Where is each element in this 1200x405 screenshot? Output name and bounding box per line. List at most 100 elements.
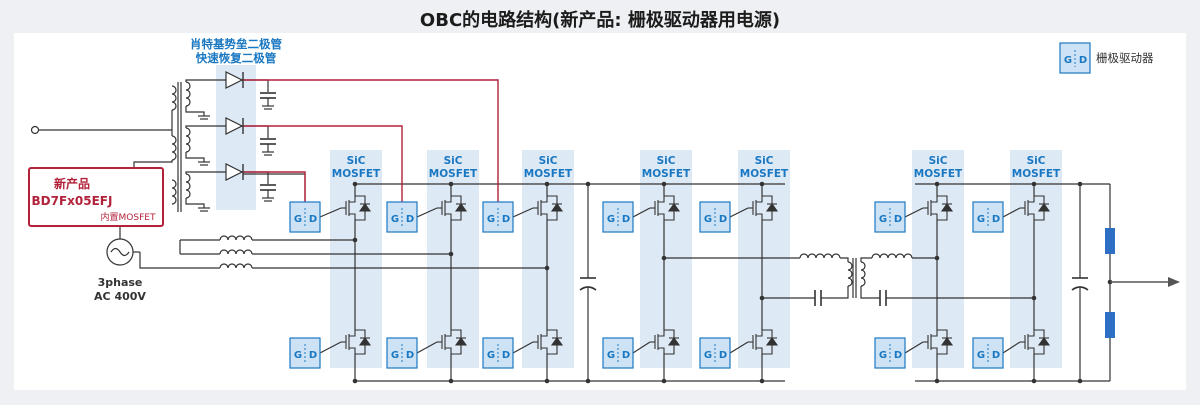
rectifier-diode [225, 71, 244, 89]
sic-label-line1: SiC [929, 155, 948, 167]
gate-driver-g: G [704, 350, 712, 361]
mosfet-body-diode [1037, 337, 1051, 346]
sic-label-line2: MOSFET [524, 168, 573, 180]
gate-driver-g: G [487, 350, 495, 361]
wire [119, 225, 132, 239]
mosfet-source [541, 347, 548, 354]
transformer-primary [171, 85, 177, 111]
sic-label-line2: MOSFET [429, 168, 478, 180]
legend: G D 栅极驱动器 [1059, 42, 1154, 74]
mosfet-source [349, 213, 356, 220]
wire [632, 341, 651, 354]
mosfet-drain [658, 330, 665, 337]
mosfet-body-diode [358, 203, 372, 212]
transformer-secondary [185, 173, 191, 199]
power-route-highlight [268, 125, 403, 202]
gate-driver-d: D [992, 350, 1000, 361]
mosfet-drain [1028, 330, 1035, 337]
mosfet-symbol [437, 329, 468, 355]
mosfet-drain [756, 196, 763, 203]
junction-dot [448, 181, 454, 187]
diode-label-line1: 肖特基势垒二极管 [190, 37, 282, 51]
mosfet-drain [658, 196, 665, 203]
input-inductor [219, 263, 253, 269]
power-route-highlight [268, 79, 499, 202]
mosfet-drain [445, 196, 452, 203]
junction-dot [1031, 378, 1037, 384]
highlight-wires [226, 79, 499, 202]
junction-dot [352, 181, 358, 187]
mosfet-source [931, 347, 938, 354]
wire [860, 286, 880, 299]
gate-driver-g: G [704, 214, 712, 225]
wire [904, 341, 924, 354]
mosfet-body-diode [667, 337, 681, 346]
wire [904, 207, 924, 218]
input-inductor [219, 249, 253, 255]
junction-dot [759, 378, 765, 384]
mosfet-column-shade [1010, 150, 1062, 368]
wire [185, 106, 205, 116]
mosfet-body-diode [550, 337, 564, 346]
llc-transformer-primary [847, 261, 853, 287]
junction-dot [352, 378, 358, 384]
gate-driver-d: D [622, 214, 630, 225]
gate-driver-d: D [406, 350, 414, 361]
gate-driver-g: G [487, 214, 495, 225]
transformer-primary [171, 135, 177, 161]
gate-driver-g: G [294, 350, 302, 361]
gate-driver-g: G [391, 214, 399, 225]
mosfet-source [445, 347, 452, 354]
sic-label-line1: SiC [347, 155, 366, 167]
legend-label: 栅极驱动器 [1096, 51, 1154, 65]
transformer-primary [171, 179, 177, 205]
sic-label-line1: SiC [657, 155, 676, 167]
junction-dot [934, 181, 940, 187]
gate-driver-box [874, 201, 906, 233]
output-fuse [1105, 312, 1115, 338]
mosfet-body-diode [454, 337, 468, 346]
diode-group-shade [216, 65, 256, 210]
wire [139, 252, 220, 269]
junction-dot [934, 255, 940, 261]
wire [1002, 341, 1021, 354]
transformer-secondary [185, 81, 191, 107]
mosfet-body-diode [765, 337, 779, 346]
wire [729, 341, 749, 354]
gate-driver-box [386, 337, 418, 369]
mosfet-body-diode [667, 203, 681, 212]
mosfet-source [541, 213, 548, 220]
wire [185, 79, 226, 82]
wire [185, 171, 226, 174]
gate-driver-d: D [309, 214, 317, 225]
mosfet-body-diode [358, 337, 372, 346]
wire [185, 198, 205, 208]
circuit-components: SiCMOSFETSiCMOSFETSiCMOSFETSiCMOSFETSiCM… [30, 71, 1115, 384]
wire [319, 207, 342, 218]
junction-dot [661, 378, 667, 384]
mosfet-drain [1028, 196, 1035, 203]
mosfet-symbol [1020, 329, 1051, 355]
gate-driver-d: D [719, 214, 727, 225]
junction-dot [1077, 181, 1083, 187]
wire [319, 341, 342, 354]
power-route-highlight [268, 171, 306, 202]
mosfet-symbol [923, 329, 954, 355]
dc-link-capacitor-plate [579, 286, 597, 291]
junction-dot [585, 378, 591, 384]
mosfet-drain [756, 330, 763, 337]
gate-driver-g: G [607, 214, 615, 225]
gate-driver-g: G [879, 214, 887, 225]
sic-label-line2: MOSFET [642, 168, 691, 180]
gate-driver-d: D [502, 214, 510, 225]
